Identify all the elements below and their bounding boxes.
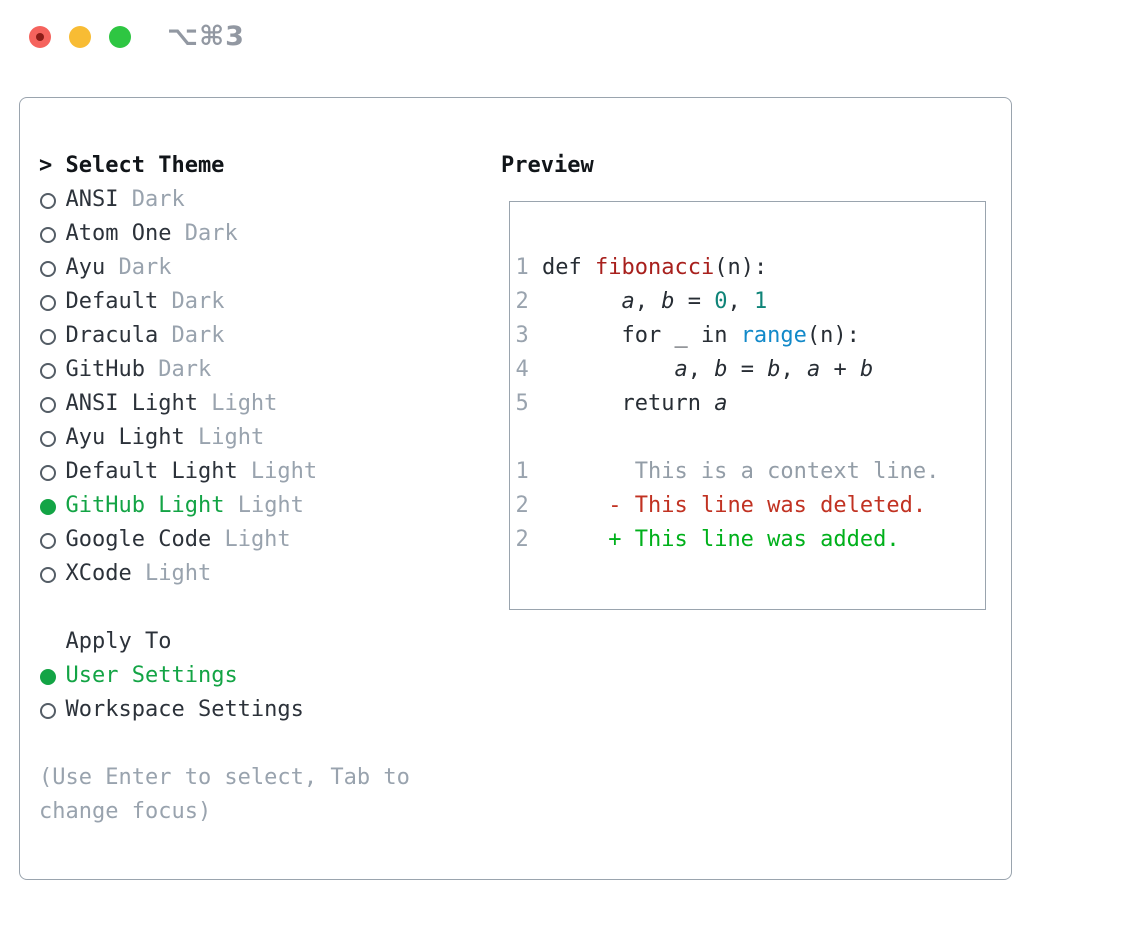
- variant-label: Light: [224, 493, 304, 518]
- option-label: Atom One: [65, 221, 172, 246]
- option-label: Google Code: [65, 527, 212, 552]
- option-label: Dracula: [65, 323, 159, 348]
- theme-option-default[interactable]: Default Dark: [39, 285, 317, 319]
- theme-option-default-light[interactable]: Default Light Light: [39, 455, 317, 489]
- radio-icon: [39, 455, 66, 489]
- radio-icon: [39, 387, 66, 421]
- theme-option-github[interactable]: GitHub Dark: [39, 353, 317, 387]
- code-line-1: 1 def fibonacci(n):: [515, 255, 768, 280]
- code-preview-content: 1 def fibonacci(n): 2 a, b = 0, 1 3 for _ …: [516, 251, 940, 557]
- radio-icon: [39, 251, 66, 285]
- radio-selected-icon: [39, 489, 66, 523]
- variant-label: Dark: [144, 357, 212, 382]
- apply-to-header: Apply To: [65, 629, 172, 654]
- option-label: GitHub: [65, 357, 145, 382]
- variant-label: Light: [197, 391, 278, 416]
- code-line-4: 4 a, b = b, a + b: [515, 357, 874, 382]
- variant-label: Light: [131, 561, 212, 586]
- radio-icon: [39, 217, 66, 251]
- variant-label: Dark: [118, 187, 185, 212]
- theme-option-xcode[interactable]: XCode Light: [39, 557, 317, 591]
- unsaved-indicator-dot: [36, 33, 44, 41]
- radio-icon: [39, 183, 66, 217]
- code-line-3: 3 for _ in range(n):: [515, 323, 860, 348]
- zoom-button[interactable]: [109, 26, 131, 48]
- theme-option-atom-one[interactable]: Atom One Dark: [39, 217, 317, 251]
- variant-label: Light: [211, 527, 291, 552]
- radio-selected-icon: [39, 659, 66, 693]
- theme-option-dracula[interactable]: Dracula Dark: [39, 319, 317, 353]
- code-line-7: 1 This is a context line.: [515, 459, 940, 484]
- code-line-8: 2 - This line was deleted.: [515, 493, 927, 518]
- option-label: GitHub Light: [65, 493, 225, 518]
- apply-option-workspace-settings[interactable]: Workspace Settings: [39, 693, 304, 727]
- keyboard-shortcut-label: ⌥⌘3: [167, 21, 245, 52]
- option-label: Workspace Settings: [65, 697, 304, 722]
- theme-option-ayu-light[interactable]: Ayu Light Light: [39, 421, 317, 455]
- close-button[interactable]: [29, 26, 51, 48]
- theme-option-ayu[interactable]: Ayu Dark: [39, 251, 317, 285]
- option-label: Default: [65, 289, 159, 314]
- code-preview-box: 1 def fibonacci(n): 2 a, b = 0, 1 3 for _ …: [509, 201, 986, 610]
- option-label: ANSI Light: [65, 391, 198, 416]
- radio-icon: [39, 693, 66, 727]
- theme-option-ansi[interactable]: ANSI Dark: [39, 183, 317, 217]
- option-label: Default Light: [65, 459, 238, 484]
- radio-icon: [39, 319, 66, 353]
- apply-option-user-settings[interactable]: User Settings: [39, 659, 304, 693]
- radio-icon: [39, 421, 66, 455]
- help-line-1: (Use Enter to select, Tab to: [39, 765, 410, 790]
- option-label: Ayu: [65, 255, 106, 280]
- variant-label: Dark: [105, 255, 172, 280]
- variant-label: Light: [237, 459, 318, 484]
- preview-title: Preview: [501, 153, 594, 178]
- theme-option-ansi-light[interactable]: ANSI Light Light: [39, 387, 317, 421]
- theme-option-google-code[interactable]: Google Code Light: [39, 523, 317, 557]
- code-line-5: 5 return a: [515, 391, 728, 416]
- option-label: ANSI: [65, 187, 119, 212]
- theme-option-github-light[interactable]: GitHub Light Light: [39, 489, 317, 523]
- help-line-2: change focus): [39, 799, 212, 824]
- code-line-9: 2 + This line was added.: [515, 527, 900, 552]
- radio-icon: [39, 523, 66, 557]
- select-theme-header: > Select Theme: [39, 153, 225, 178]
- help-text: (Use Enter to select, Tab to change focu…: [39, 761, 410, 829]
- option-label: Ayu Light: [65, 425, 185, 450]
- variant-label: Dark: [158, 289, 225, 314]
- code-line-2: 2 a, b = 0, 1: [515, 289, 768, 314]
- radio-icon: [39, 285, 66, 319]
- radio-icon: [39, 353, 66, 387]
- option-label: User Settings: [65, 663, 238, 688]
- option-label: XCode: [65, 561, 132, 586]
- minimize-button[interactable]: [69, 26, 91, 48]
- variant-label: Dark: [158, 323, 225, 348]
- code-line-6: [516, 421, 940, 455]
- radio-icon: [39, 557, 66, 591]
- variant-label: Light: [184, 425, 265, 450]
- variant-label: Dark: [171, 221, 238, 246]
